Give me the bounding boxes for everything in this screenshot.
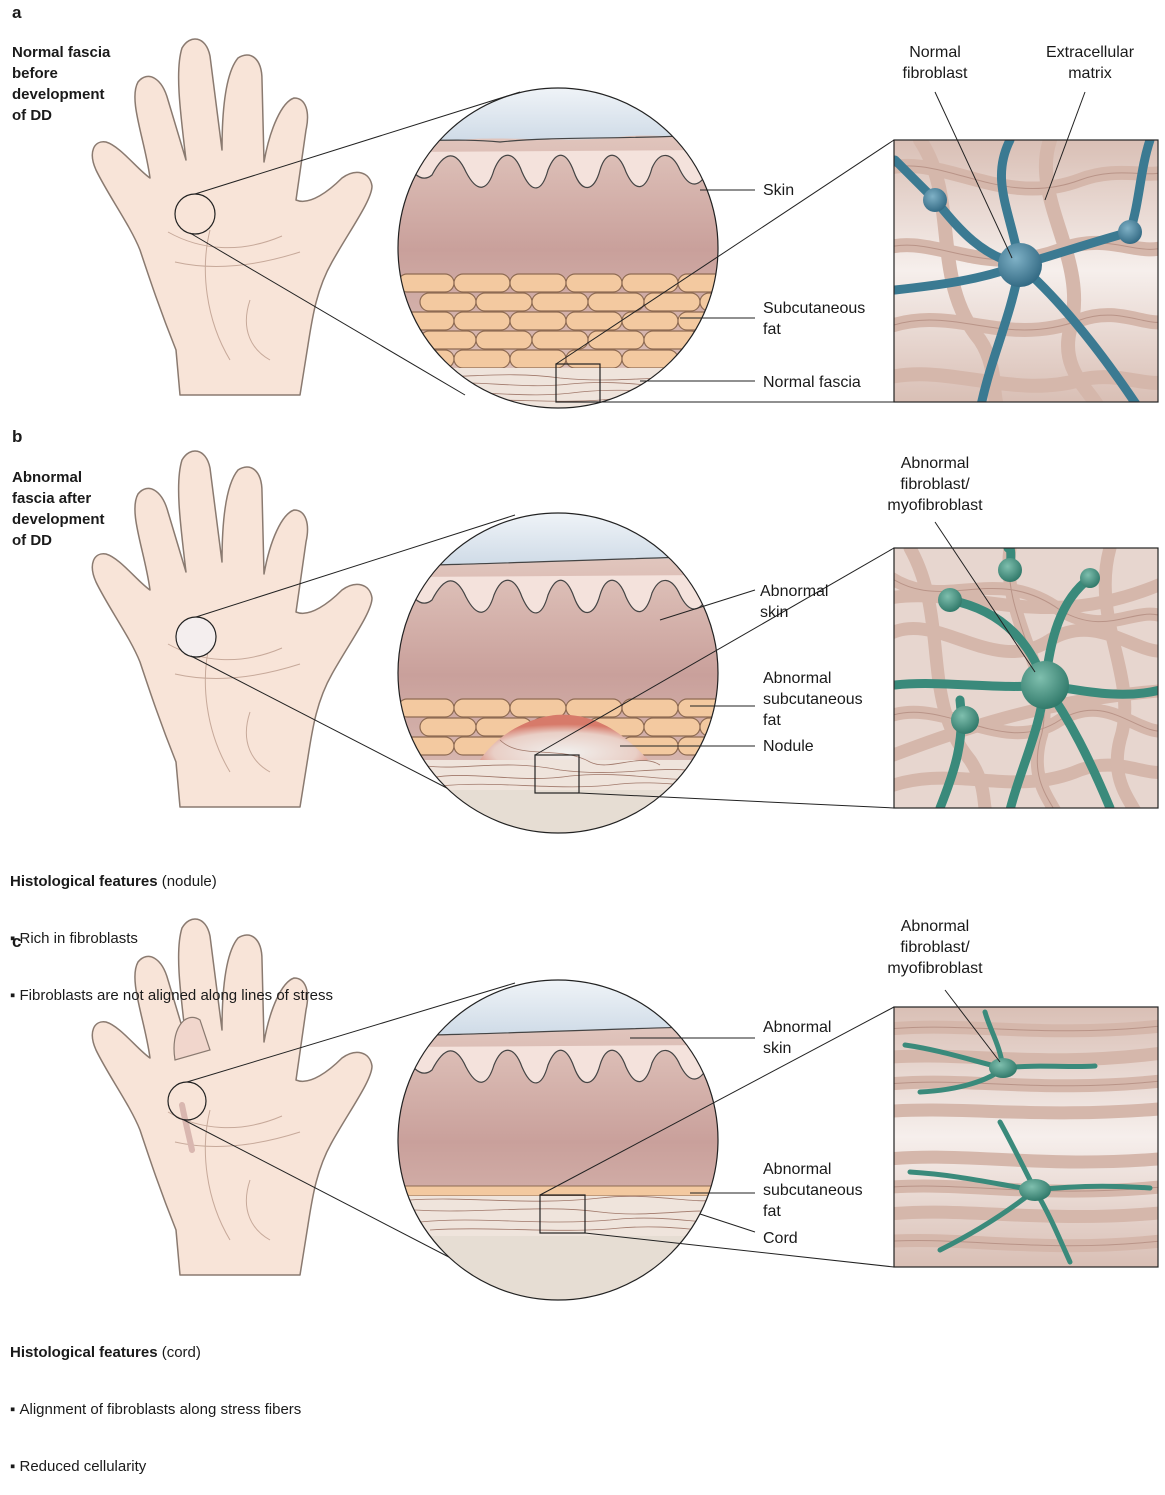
features-title: Histological features	[10, 1344, 158, 1361]
hand-caption: Normal fascia before development of DD	[12, 42, 110, 126]
label-skin: Abnormal skin	[763, 1017, 831, 1059]
tissue-cross-section	[390, 505, 756, 850]
features-qualifier: (nodule)	[162, 873, 217, 890]
label-subcutaneous-fat: Abnormal subcutaneous fat	[763, 668, 863, 731]
label-nodule: Nodule	[763, 736, 814, 757]
label-extracellular-matrix: Extracellular matrix	[1030, 42, 1150, 84]
feature-item: Alignment of fibroblasts along stress fi…	[10, 1400, 301, 1419]
panel-letter: c	[12, 932, 21, 952]
cell-detail	[880, 140, 1165, 410]
label-fibroblast: Abnormal fibroblast/ myofibroblast	[865, 453, 1005, 516]
label-leader	[700, 1214, 755, 1232]
fat-layer	[398, 274, 756, 368]
cell-detail	[880, 547, 1165, 820]
tissue-cross-section	[390, 972, 730, 1316]
diagram-canvas	[0, 0, 1165, 1365]
label-subcutaneous-fat: Subcutaneous fat	[763, 298, 865, 340]
cell-detail	[880, 1007, 1165, 1267]
features-qualifier: (cord)	[162, 1344, 201, 1361]
label-cord: Cord	[763, 1228, 798, 1249]
features-title: Histological features	[10, 873, 158, 890]
feature-item: Fibroblasts are not aligned along lines …	[10, 986, 333, 1005]
histological-features: Histological features (cord) Alignment o…	[10, 1305, 301, 1495]
hand-illustration	[92, 451, 372, 807]
label-subcutaneous-fat: Abnormal subcutaneous fat	[763, 1159, 863, 1222]
panel-letter: b	[12, 427, 22, 447]
hand-illustration	[92, 39, 372, 395]
feature-item: Rich in fibroblasts	[10, 929, 333, 948]
label-skin: Skin	[763, 180, 794, 201]
label-fascia: Normal fascia	[763, 372, 861, 393]
feature-item: Reduced cellularity	[10, 1457, 301, 1476]
panel-a	[92, 39, 1165, 420]
label-fibroblast: Abnormal fibroblast/ myofibroblast	[865, 916, 1005, 979]
panel-letter: a	[12, 3, 21, 23]
zoom-spot	[176, 617, 216, 657]
label-fibroblast: Normal fibroblast	[880, 42, 990, 84]
tissue-cross-section	[390, 80, 756, 420]
hand-caption: Abnormal fascia after development of DD	[12, 467, 105, 551]
label-skin: Abnormal skin	[760, 581, 828, 623]
histological-features: Histological features (nodule) Rich in f…	[10, 834, 333, 1024]
